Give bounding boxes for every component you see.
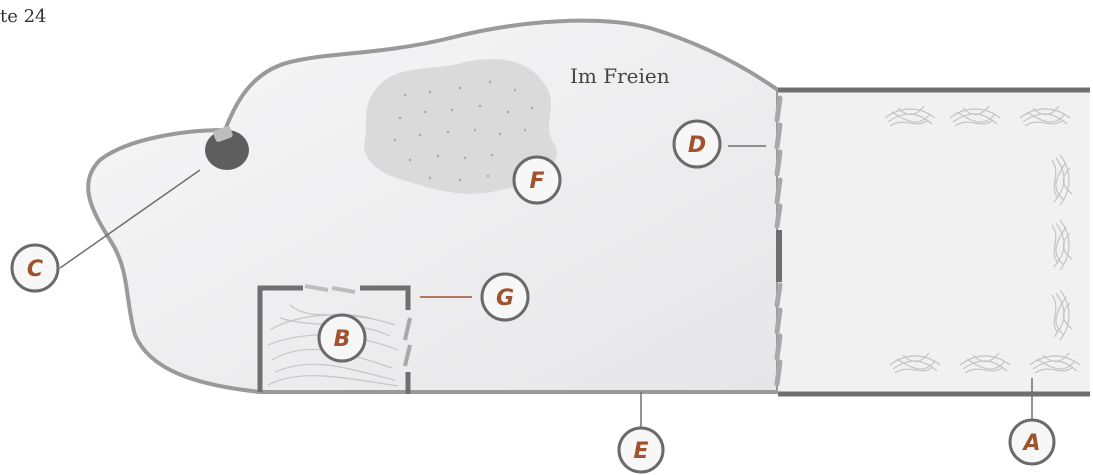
- stable-area: [778, 90, 1090, 392]
- label-f: F: [512, 155, 562, 205]
- svg-text:E: E: [633, 439, 648, 464]
- feeder-object: [205, 126, 249, 170]
- svg-text:D: D: [688, 133, 706, 158]
- page-caption: te 24: [0, 6, 47, 27]
- outdoor-area-label: Im Freien: [570, 64, 670, 88]
- label-a: A: [1008, 418, 1056, 466]
- svg-text:A: A: [1021, 431, 1040, 456]
- dust-dots: [393, 80, 534, 182]
- divider-gates: [774, 95, 783, 387]
- label-b: B: [317, 313, 367, 363]
- svg-text:C: C: [27, 257, 43, 282]
- dust-bath-patch: [364, 59, 557, 194]
- bedding-straw: [884, 105, 1081, 374]
- label-e: E: [617, 426, 665, 474]
- nest-box: [257, 284, 412, 394]
- label-d: D: [672, 119, 722, 169]
- label-c: C: [10, 243, 60, 293]
- label-g: G: [480, 272, 530, 322]
- leader-c: [59, 169, 201, 269]
- svg-text:F: F: [529, 169, 544, 194]
- svg-text:G: G: [496, 286, 514, 311]
- svg-text:B: B: [334, 327, 351, 352]
